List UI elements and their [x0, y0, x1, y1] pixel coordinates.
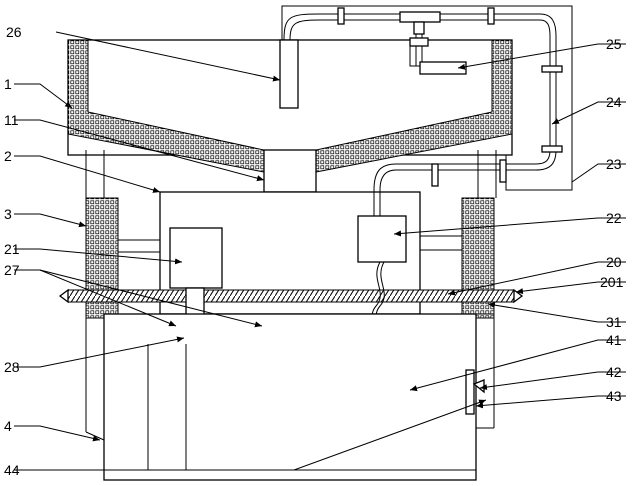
label-11: 11	[4, 112, 19, 128]
label-41: 41	[606, 332, 622, 348]
label-26: 26	[6, 24, 22, 40]
label-201: 201	[600, 274, 624, 290]
label-1: 1	[4, 76, 12, 92]
part-labels: 26 1 11 2 3 21 27 28 4 44 25 24 23 22 20…	[4, 24, 624, 478]
label-43: 43	[606, 388, 622, 404]
label-21: 21	[4, 241, 20, 257]
central-shaft	[263, 149, 317, 325]
label-44: 44	[4, 462, 20, 478]
label-22: 22	[606, 210, 622, 226]
brackets	[118, 235, 462, 253]
label-4: 4	[4, 418, 12, 434]
controller-22	[357, 215, 407, 335]
label-31: 31	[606, 314, 622, 330]
label-24: 24	[606, 94, 622, 110]
frame-posts	[85, 150, 497, 198]
threaded-rod	[58, 288, 524, 304]
label-23: 23	[606, 156, 622, 172]
leader-lines	[14, 31, 626, 471]
top-pipe-frame	[279, 5, 573, 216]
label-42: 42	[606, 364, 622, 380]
label-28: 28	[4, 359, 20, 375]
label-27: 27	[4, 262, 20, 278]
label-2: 2	[4, 148, 12, 164]
label-25: 25	[606, 36, 622, 52]
label-3: 3	[4, 206, 12, 222]
label-20: 20	[606, 254, 622, 270]
base-cabinet	[85, 313, 495, 481]
